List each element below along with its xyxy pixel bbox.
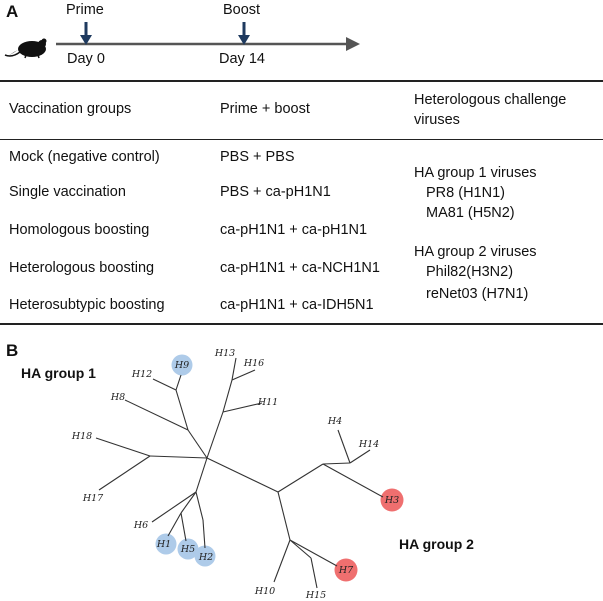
timeline-arrowhead <box>346 37 360 51</box>
tree-branches <box>95 357 384 589</box>
tip-label-h18: H18 <box>71 431 92 442</box>
row-regimen: PBS + ca-pH1N1 <box>220 184 331 200</box>
row-group: Mock (negative control) <box>9 149 160 165</box>
tip-label-h2: H2 <box>198 552 213 563</box>
prime-marker-icon <box>80 22 92 45</box>
day14-label: Day 14 <box>219 51 265 67</box>
table-header-rule <box>0 139 603 140</box>
header-vaccination-groups: Vaccination groups <box>9 101 132 117</box>
tip-label-h4: H4 <box>327 416 342 427</box>
highlight-h9 <box>171 354 193 376</box>
tip-label-h1: H1 <box>156 539 171 550</box>
prime-label: Prime <box>66 2 104 18</box>
ha-group1-label: HA group 1 <box>21 365 96 381</box>
tip-label-h17: H17 <box>82 493 104 504</box>
highlight-h3 <box>380 488 404 512</box>
row-regimen: PBS + PBS <box>220 149 295 165</box>
row-regimen: ca-pH1N1 + ca-IDH5N1 <box>220 297 374 313</box>
tip-label-h8: H8 <box>110 392 125 403</box>
row-group: Homologous boosting <box>9 222 150 238</box>
highlight-h1 <box>155 533 177 555</box>
tip-label-h3: H3 <box>384 495 399 506</box>
challenge-virus: MA81 (H5N2) <box>426 205 515 221</box>
challenge-virus: reNet03 (H7N1) <box>426 286 529 302</box>
tip-label-h13: H13 <box>214 348 235 359</box>
highlight-h2 <box>194 545 216 567</box>
tip-label-h7: H7 <box>338 565 354 576</box>
tip-label-h16: H16 <box>243 358 264 369</box>
timeline <box>4 22 360 59</box>
tip-label-h15: H15 <box>305 590 326 601</box>
tip-label-h10: H10 <box>254 586 275 597</box>
day0-label: Day 0 <box>67 51 105 67</box>
table-top-rule <box>0 80 603 82</box>
row-regimen: ca-pH1N1 + ca-pH1N1 <box>220 222 368 238</box>
highlight-h5 <box>177 538 199 560</box>
row-regimen: ca-pH1N1 + ca-NCH1N1 <box>220 260 380 276</box>
phylogenetic-tree: H9 H12 H13 H16 H8 H11 H18 H17 H6 H1 H5 H… <box>71 348 404 601</box>
challenge-virus: Phil82(H3N2) <box>426 264 514 280</box>
tip-label-h11: H11 <box>257 397 278 408</box>
boost-label: Boost <box>223 2 261 18</box>
challenge-virus: PR8 (H1N1) <box>426 185 505 201</box>
panel-b-label: B <box>6 341 19 360</box>
table-bottom-rule <box>0 323 603 325</box>
row-group: Heterosubtypic boosting <box>9 297 165 313</box>
row-group: Heterologous boosting <box>9 260 155 276</box>
boost-marker-icon <box>238 22 250 45</box>
tip-label-h14: H14 <box>358 439 379 450</box>
header-challenge-viruses: Heterologous challenge viruses <box>414 92 567 128</box>
tip-label-h9: H9 <box>174 360 189 371</box>
challenge-group2-title: HA group 2 viruses <box>414 244 537 260</box>
header-prime-boost: Prime + boost <box>220 101 310 117</box>
challenge-group1-title: HA group 1 viruses <box>414 165 537 181</box>
tree-tip-labels: H9 H12 H13 H16 H8 H11 H18 H17 H6 H1 H5 H… <box>71 348 399 601</box>
row-group: Single vaccination <box>9 184 126 200</box>
highlight-h7 <box>334 558 358 582</box>
ha-group2-label: HA group 2 <box>399 536 474 552</box>
tip-label-h6: H6 <box>133 520 148 531</box>
panel-a-label: A <box>6 2 19 21</box>
mouse-icon <box>4 38 47 59</box>
tip-label-h5: H5 <box>180 544 195 555</box>
tip-label-h12: H12 <box>131 369 152 380</box>
